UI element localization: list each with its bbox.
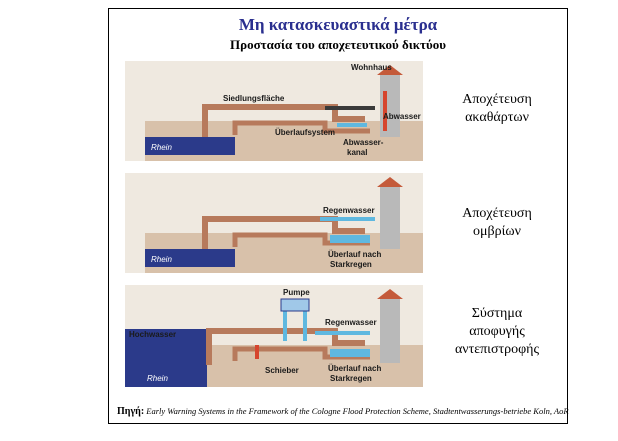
house-drain bbox=[383, 91, 387, 131]
sewer-flow bbox=[337, 123, 367, 127]
caption-wastewater: Αποχέτευση ακαθάρτων bbox=[433, 91, 561, 127]
caption-rainwater: Αποχέτευση ομβρίων bbox=[433, 205, 561, 241]
label-overflow-1: Überlauf nach bbox=[328, 250, 381, 259]
label-river: Rhein bbox=[151, 143, 172, 152]
label-overflow-2: Starkregen bbox=[330, 260, 372, 269]
label-gate: Schieber bbox=[265, 366, 299, 375]
label-house: Wohnhaus bbox=[351, 63, 392, 72]
panel-rainwater: Rhein Regenwasser Überlauf nach Starkreg… bbox=[125, 173, 423, 273]
figure-title: Μη κατασκευαστικά μέτρα bbox=[238, 15, 438, 34]
label-rainwater: Regenwasser bbox=[323, 206, 375, 215]
house-roof bbox=[377, 289, 403, 299]
river bbox=[145, 249, 235, 267]
caption-backflow-line2: αποφυγής bbox=[469, 324, 525, 339]
panel-backflow: Hochwasser Rhein Pumpe Regenwasser Schie… bbox=[125, 285, 423, 387]
label-wastewater: Abwasser bbox=[383, 112, 421, 121]
label-highwater: Hochwasser bbox=[129, 330, 176, 339]
gate bbox=[255, 345, 259, 359]
diagram-rainwater: Rhein Regenwasser Überlauf nach Starkreg… bbox=[125, 173, 423, 273]
source-text: Early Warning Systems in the Framework o… bbox=[146, 406, 569, 416]
caption-wastewater-line2: ακαθάρτων bbox=[465, 110, 529, 125]
house bbox=[380, 299, 400, 363]
diagram-wastewater: Rhein Wohnhaus Siedlungsfläche Überlaufs… bbox=[125, 61, 423, 161]
caption-backflow: Σύστημα αποφυγής αντεπιστροφής bbox=[433, 305, 561, 359]
label-river: Rhein bbox=[151, 255, 172, 264]
house-connection-pipe bbox=[325, 106, 375, 110]
caption-rainwater-line1: Αποχέτευση bbox=[462, 206, 532, 221]
source-note: Πηγή: Early Warning Systems in the Frame… bbox=[117, 406, 569, 417]
house-roof bbox=[377, 177, 403, 187]
label-channel-1: Abwasser- bbox=[343, 138, 384, 147]
label-channel-2: kanal bbox=[347, 148, 367, 157]
caption-backflow-line3: αντεπιστροφής bbox=[454, 342, 540, 357]
rain-pipe bbox=[320, 217, 375, 221]
overflow-basin bbox=[330, 349, 370, 357]
flood-water bbox=[125, 329, 207, 387]
rain-pipe bbox=[315, 331, 370, 335]
sewer-wall bbox=[232, 120, 370, 135]
panel-wastewater: Rhein Wohnhaus Siedlungsfläche Überlaufs… bbox=[125, 61, 423, 161]
label-overflow-1: Überlauf nach bbox=[328, 364, 381, 373]
caption-rainwater-line2: ομβρίων bbox=[473, 224, 521, 239]
overflow-basin bbox=[330, 235, 370, 243]
label-overflow: Überlaufsystem bbox=[275, 128, 335, 137]
house bbox=[380, 187, 400, 249]
house-roof bbox=[377, 65, 403, 75]
pump bbox=[280, 298, 310, 312]
diagram-backflow: Hochwasser Rhein Pumpe Regenwasser Schie… bbox=[125, 285, 423, 387]
label-overflow-2: Starkregen bbox=[330, 374, 372, 383]
label-rainwater: Regenwasser bbox=[325, 318, 377, 327]
figure-subtitle: Προστασία του αποχετευτικού δικτύου bbox=[230, 37, 446, 52]
figure-frame: Μη κατασκευαστικά μέτρα Προστασία του απ… bbox=[108, 8, 569, 424]
label-pump: Pumpe bbox=[283, 288, 310, 297]
caption-wastewater-line1: Αποχέτευση bbox=[462, 92, 532, 107]
label-settlement: Siedlungsfläche bbox=[223, 94, 285, 103]
label-river: Rhein bbox=[147, 374, 168, 383]
caption-backflow-line1: Σύστημα bbox=[471, 306, 523, 321]
source-label: Πηγή: bbox=[117, 406, 145, 417]
river bbox=[145, 137, 235, 155]
